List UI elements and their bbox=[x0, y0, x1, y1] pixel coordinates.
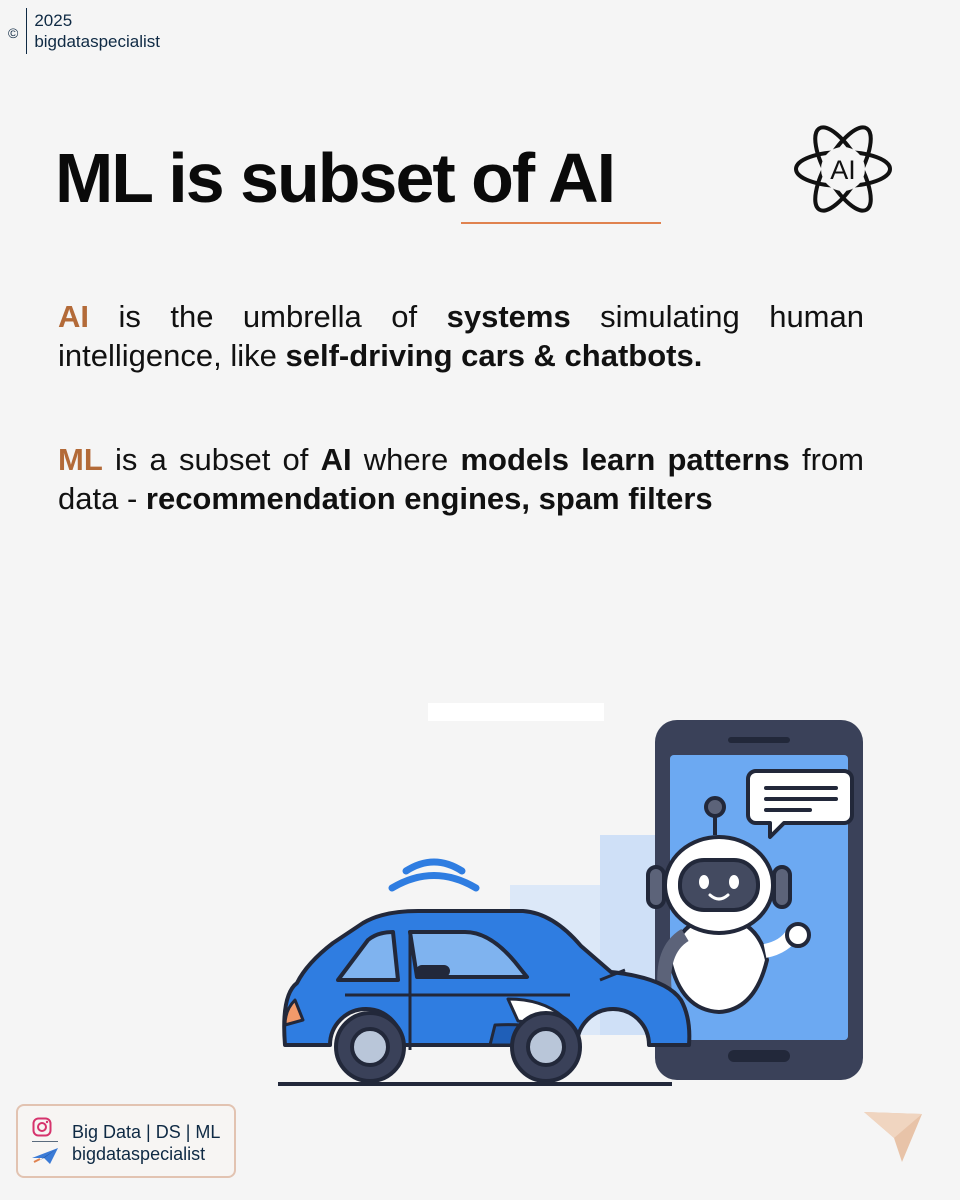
ml-term: ML bbox=[58, 442, 103, 477]
ml-text-3: from data - bbox=[58, 442, 864, 516]
copyright-divider bbox=[26, 8, 28, 54]
ml-bold-2: models learn patterns bbox=[460, 442, 790, 477]
ai-bold-1: systems bbox=[446, 299, 571, 334]
copyright-handle: bigdataspecialist bbox=[34, 32, 161, 51]
ai-text-1: is the umbrella of bbox=[89, 299, 447, 334]
ml-text-1: is a subset of bbox=[102, 442, 321, 477]
page-title: ML is subset of AI bbox=[55, 139, 616, 217]
chat-bubble-icon bbox=[746, 769, 854, 839]
paper-plane-icon bbox=[32, 1148, 58, 1164]
ai-bold-2: self-driving cars & chatbots. bbox=[285, 338, 703, 373]
badge-line-1: Big Data | DS | ML bbox=[72, 1122, 221, 1142]
ai-atom-icon: AI bbox=[794, 125, 892, 213]
badge-line-2: bigdataspecialist bbox=[72, 1144, 206, 1164]
ml-bold-3: recommendation engines, spam filters bbox=[145, 481, 713, 516]
robot-icon bbox=[646, 796, 811, 1014]
instagram-icon bbox=[32, 1117, 52, 1137]
copyright-year: 2025 bbox=[34, 11, 73, 30]
send-icon[interactable] bbox=[862, 1108, 924, 1164]
copyright-text: 2025 bigdataspecialist bbox=[34, 10, 160, 52]
copyright-icon: © bbox=[8, 25, 19, 41]
ai-term: AI bbox=[58, 299, 89, 334]
car-robot-illustration bbox=[278, 703, 863, 1086]
bg-panel bbox=[428, 703, 604, 721]
title-underline bbox=[461, 222, 661, 224]
wifi-signal-icon bbox=[388, 858, 480, 892]
ml-text-2: where bbox=[351, 442, 461, 477]
logo-text: AI bbox=[830, 155, 856, 185]
ai-text-2: simulating human intelligence, like bbox=[58, 299, 864, 373]
ai-definition: AI is the umbrella of systems simulating… bbox=[58, 297, 864, 375]
brand-badge: Big Data | DS | ML bigdataspecialist bbox=[16, 1104, 236, 1178]
badge-divider bbox=[32, 1141, 58, 1142]
ml-definition: ML is a subset of AI where models learn … bbox=[58, 440, 864, 518]
car-icon bbox=[282, 909, 692, 1083]
copyright-block: © 2025 bigdataspecialist bbox=[8, 8, 160, 54]
ml-bold-1: AI bbox=[320, 442, 352, 477]
